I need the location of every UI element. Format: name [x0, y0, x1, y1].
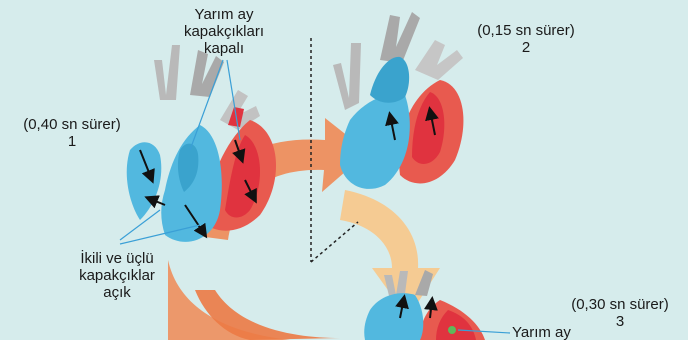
separator-diagonal: [311, 222, 358, 262]
phase-1-number: 1: [2, 133, 142, 150]
label-av-open: İkili ve üçlü kapakçıklar açık: [58, 250, 176, 301]
label-semilunar-partial-line-1: Yarım ay: [512, 324, 596, 340]
label-semilunar-closed: Yarım ay kapakçıkları kapalı: [176, 6, 272, 57]
label-phase-1: (0,40 sn sürer) 1: [2, 116, 142, 150]
label-av-open-line-3: açık: [58, 284, 176, 301]
label-semilunar-closed-line-2: kapakçıkları: [176, 23, 272, 40]
heart-phase-1: [127, 45, 276, 242]
phase-2-number: 2: [456, 39, 596, 56]
label-semilunar-partial: Yarım ay: [512, 324, 596, 340]
label-av-open-line-2: kapakçıklar: [58, 267, 176, 284]
label-av-open-line-1: İkili ve üçlü: [58, 250, 176, 267]
phase-1-duration: (0,40 sn sürer): [2, 116, 142, 133]
label-semilunar-closed-line-3: kapalı: [176, 40, 272, 57]
phase-2-duration: (0,15 sn sürer): [456, 22, 596, 39]
phase-3-duration: (0,30 sn sürer): [552, 296, 688, 313]
label-phase-2: (0,15 sn sürer) 2: [456, 22, 596, 56]
heart-phase-2: [333, 12, 463, 189]
label-semilunar-closed-line-1: Yarım ay: [176, 6, 272, 23]
